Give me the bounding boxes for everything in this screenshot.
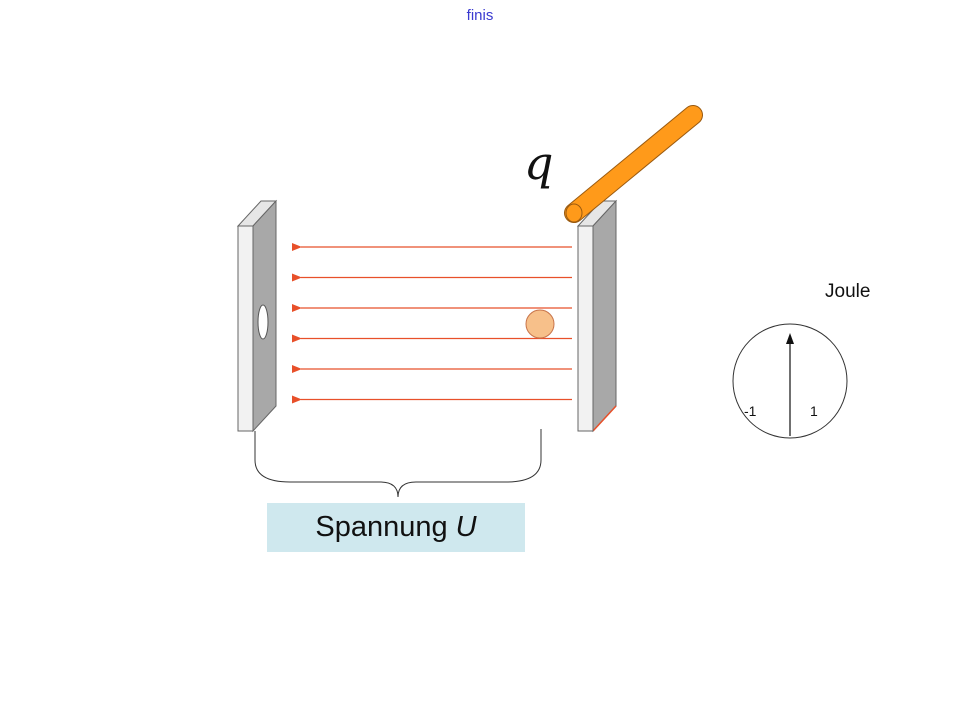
- meter-max-label: 1: [810, 403, 818, 419]
- voltage-brace: [254, 429, 542, 498]
- charge-ball[interactable]: [525, 309, 555, 339]
- voltage-label-text: Spannung: [315, 511, 448, 543]
- voltage-symbol: U: [455, 511, 477, 543]
- voltage-label: Spannung U: [267, 503, 525, 552]
- orange-rod[interactable]: [564, 105, 703, 223]
- meter-unit-label: Joule: [825, 281, 871, 302]
- finis-link[interactable]: finis: [466, 7, 494, 24]
- meter-needle-head: [786, 333, 794, 344]
- right-plate: [576, 199, 618, 433]
- meter-min-label: -1: [744, 403, 757, 419]
- rod-tip: [565, 203, 583, 223]
- voltage-label-box: [267, 503, 525, 552]
- charge-symbol: q: [524, 136, 554, 190]
- energy-meter: [732, 323, 848, 439]
- field-lines: [292, 243, 572, 404]
- plate-hole: [257, 304, 269, 340]
- left-plate: [236, 199, 278, 433]
